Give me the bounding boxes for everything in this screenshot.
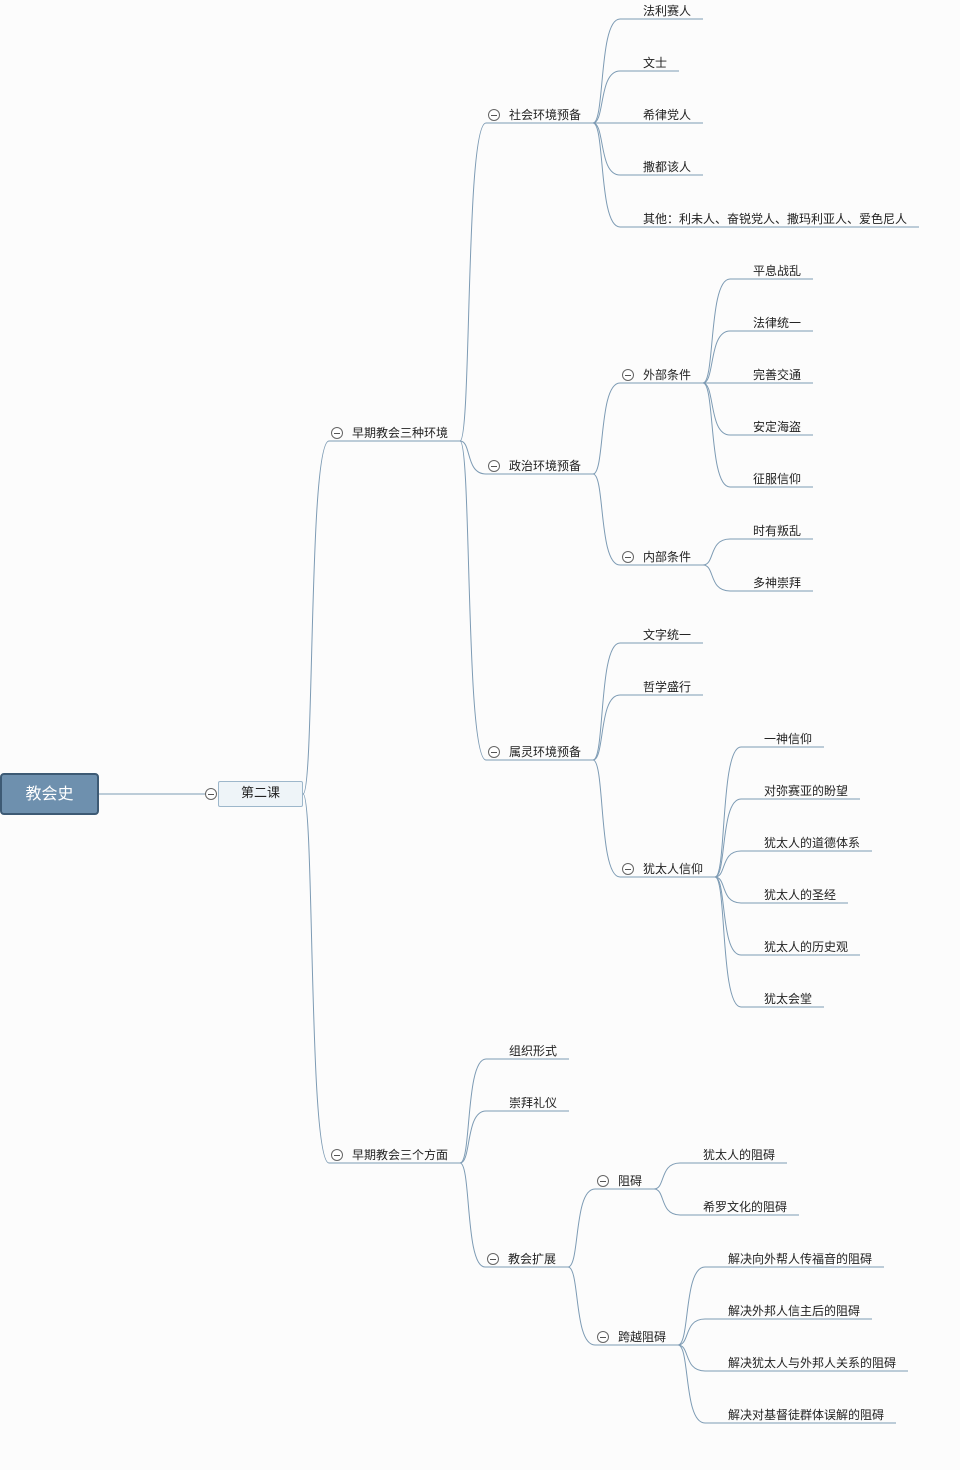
leaf-item[interactable]: 希律党人 bbox=[643, 108, 692, 122]
branch-connector bbox=[592, 694, 621, 761]
leaf-item[interactable]: 犹太人的历史观 bbox=[764, 940, 849, 954]
lesson-node[interactable]: 第二课 bbox=[218, 781, 303, 807]
leaf-item[interactable]: 崇拜礼仪 bbox=[509, 1096, 558, 1110]
branch-connector bbox=[592, 642, 621, 761]
leaf-item[interactable]: 征服信仰 bbox=[753, 472, 802, 486]
leaf-item[interactable]: 平息战乱 bbox=[753, 264, 802, 278]
collapse-toggle-icon[interactable] bbox=[597, 1331, 609, 1343]
branch-connector bbox=[459, 1162, 486, 1268]
node-church-expansion[interactable]: 教会扩展 bbox=[508, 1252, 557, 1266]
branch-connector bbox=[459, 122, 487, 442]
branch-connector bbox=[677, 1318, 706, 1346]
leaf-item[interactable]: 哲学盛行 bbox=[643, 680, 692, 694]
node-crossing-obstacles[interactable]: 跨越阻碍 bbox=[618, 1330, 667, 1344]
branch-connector bbox=[653, 1188, 681, 1216]
branch-connector bbox=[702, 564, 731, 592]
leaf-item[interactable]: 希罗文化的阻碍 bbox=[703, 1200, 788, 1214]
collapse-toggle-icon[interactable] bbox=[205, 788, 217, 800]
leaf-item[interactable]: 时有叛乱 bbox=[753, 524, 802, 538]
branch-connector bbox=[567, 1188, 596, 1268]
leaf-item[interactable]: 解决向外帮人传福音的阻碍 bbox=[728, 1252, 873, 1266]
leaf-item[interactable]: 安定海盗 bbox=[753, 420, 802, 434]
leaf-item[interactable]: 犹太人的道德体系 bbox=[764, 836, 861, 850]
branch-connector bbox=[302, 440, 330, 795]
leaf-item[interactable]: 对弥赛亚的盼望 bbox=[764, 784, 849, 798]
leaf-item[interactable]: 解决犹太人与外邦人关系的阻碍 bbox=[728, 1356, 897, 1370]
branch-connector bbox=[714, 798, 742, 878]
branch-connector bbox=[702, 382, 731, 436]
branch-connector bbox=[677, 1266, 706, 1346]
collapse-toggle-icon[interactable] bbox=[331, 1149, 343, 1161]
leaf-item[interactable]: 其他：利未人、奋锐党人、撒玛利亚人、爱色尼人 bbox=[643, 212, 908, 226]
collapse-toggle-icon[interactable] bbox=[622, 551, 634, 563]
branch-early-church-aspects[interactable]: 早期教会三个方面 bbox=[352, 1148, 449, 1162]
node-external-conditions[interactable]: 外部条件 bbox=[643, 368, 692, 382]
collapse-toggle-icon[interactable] bbox=[488, 460, 500, 472]
root-node[interactable]: 教会史 bbox=[0, 773, 99, 815]
leaf-item[interactable]: 法律统一 bbox=[753, 316, 802, 330]
branch-connector bbox=[592, 122, 621, 176]
node-internal-conditions[interactable]: 内部条件 bbox=[643, 550, 692, 564]
branch-connector bbox=[702, 382, 731, 488]
branch-connector bbox=[459, 440, 487, 761]
collapse-toggle-icon[interactable] bbox=[622, 369, 634, 381]
branch-early-church-environments[interactable]: 早期教会三种环境 bbox=[352, 426, 449, 440]
branch-connector bbox=[677, 1344, 706, 1424]
node-social-environment[interactable]: 社会环境预备 bbox=[509, 108, 582, 122]
node-spiritual-environment[interactable]: 属灵环境预备 bbox=[509, 745, 582, 759]
branch-connector bbox=[653, 1162, 681, 1190]
branch-connector bbox=[459, 1058, 487, 1164]
leaf-item[interactable]: 完善交通 bbox=[753, 368, 802, 382]
branch-connector bbox=[459, 1110, 487, 1164]
branch-connector bbox=[592, 473, 621, 566]
branch-connector bbox=[592, 18, 621, 124]
leaf-item[interactable]: 一神信仰 bbox=[764, 732, 813, 746]
branch-connector bbox=[702, 538, 731, 566]
leaf-item[interactable]: 文字统一 bbox=[643, 628, 692, 642]
branch-connector bbox=[714, 876, 742, 956]
leaf-item[interactable]: 犹太会堂 bbox=[764, 992, 813, 1006]
branch-connector bbox=[459, 440, 487, 475]
branch-connector bbox=[567, 1266, 596, 1346]
branch-connector bbox=[592, 759, 621, 878]
collapse-toggle-icon[interactable] bbox=[597, 1175, 609, 1187]
leaf-item[interactable]: 解决对基督徒群体误解的阻碍 bbox=[728, 1408, 885, 1422]
branch-connector bbox=[714, 850, 742, 878]
leaf-item[interactable]: 文士 bbox=[643, 56, 668, 70]
branch-connector bbox=[302, 793, 330, 1164]
branch-connector bbox=[714, 746, 742, 878]
leaf-item[interactable]: 撒都该人 bbox=[643, 160, 692, 174]
node-obstacles[interactable]: 阻碍 bbox=[618, 1174, 643, 1188]
branch-connector bbox=[714, 876, 742, 1008]
collapse-toggle-icon[interactable] bbox=[488, 109, 500, 121]
branch-connector bbox=[702, 278, 731, 384]
node-jewish-faith[interactable]: 犹太人信仰 bbox=[643, 862, 704, 876]
branch-connector bbox=[592, 70, 621, 124]
leaf-item[interactable]: 犹太人的圣经 bbox=[764, 888, 837, 902]
collapse-toggle-icon[interactable] bbox=[331, 427, 343, 439]
collapse-toggle-icon[interactable] bbox=[488, 746, 500, 758]
collapse-toggle-icon[interactable] bbox=[487, 1253, 499, 1265]
leaf-item[interactable]: 组织形式 bbox=[509, 1044, 558, 1058]
branch-connector bbox=[592, 382, 621, 475]
node-political-environment[interactable]: 政治环境预备 bbox=[509, 459, 582, 473]
leaf-item[interactable]: 犹太人的阻碍 bbox=[703, 1148, 776, 1162]
branch-connector bbox=[592, 122, 621, 228]
leaf-item[interactable]: 法利赛人 bbox=[643, 4, 692, 18]
branch-connector bbox=[702, 330, 731, 384]
leaf-item[interactable]: 多神崇拜 bbox=[753, 576, 802, 590]
leaf-item[interactable]: 解决外邦人信主后的阻碍 bbox=[728, 1304, 861, 1318]
collapse-toggle-icon[interactable] bbox=[622, 863, 634, 875]
